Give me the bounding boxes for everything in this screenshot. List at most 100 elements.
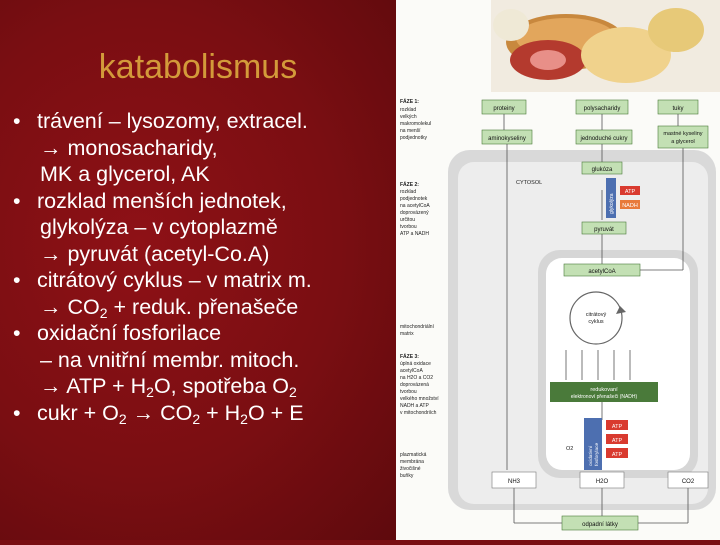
glukoza-box: [581, 161, 623, 175]
nadh-box-1: [620, 200, 640, 209]
bullet-1-line-1: trávení – lysozomy, extracel.: [10, 108, 402, 135]
second-row-boxes: aminokyseliny jednoduché cukry mastné ky…: [481, 125, 709, 149]
catabolism-diagram: proteiny polysacharidy tuky aminokyselin…: [400, 0, 720, 531]
plasma-membrane-text: plazmatická membrána živočišné buňky: [400, 452, 427, 479]
pyruvat-label: pyruvát: [594, 227, 614, 233]
slide-title: katabolismus: [98, 48, 298, 86]
top-arrows: [503, 114, 684, 470]
phase-2-desc-4: doprovázený: [400, 210, 429, 216]
phase-3-label: FÁZE 3:: [400, 353, 419, 360]
citratovy-label-2: cyklus: [588, 319, 604, 325]
cheese-image: [648, 8, 704, 52]
text-panel: katabolismus trávení – lysozomy, extrace…: [0, 0, 396, 540]
pyruvat-box: [581, 221, 627, 235]
atp-label-3: ATP: [612, 438, 623, 444]
redukovani-label-1: redukovaní: [590, 387, 618, 393]
phase-3-text: FÁZE 3: úplná oxidace acetylCoA na H2O a…: [400, 353, 439, 416]
phase-1-desc-4: na menší: [400, 128, 421, 134]
mito-label-1: mitochondriální: [400, 324, 435, 330]
jednoduche-cukry-label: jednoduché cukry: [579, 136, 627, 142]
phase-2-desc-6: tvorbou: [400, 224, 417, 230]
mastne-kyseliny-label-1: mastné kyseliny: [663, 131, 702, 137]
co2-sub: 2: [99, 304, 108, 321]
bullet-2-line-2: glykolýza – v cytoplazmě: [40, 215, 278, 239]
atp-label-2: ATP: [612, 424, 623, 430]
acetylcoa-label: acetylCoA: [588, 269, 615, 275]
phase-2-desc-2: podjednotek: [400, 196, 428, 202]
atp-box-3: [606, 434, 628, 444]
phase-2-label: FÁZE 2:: [400, 181, 419, 188]
citratovy-label-1: citrátový: [586, 312, 607, 318]
mito-matrix-text: mitochondriální matrix: [400, 324, 435, 337]
co2-text: → CO: [40, 294, 100, 319]
reduk-text: + reduk. přenašeče: [107, 294, 299, 319]
oxidative-phosphorylation-arrow: [584, 418, 602, 470]
mid-arrows: [565, 350, 631, 420]
polysacharidy-label: polysacharidy: [584, 106, 621, 112]
phase-1-desc-2: velkých: [400, 114, 417, 120]
plasma-label-4: buňky: [400, 473, 414, 479]
formula-b: → CO: [126, 400, 193, 425]
phase-3-desc-2: acetylCoA: [400, 368, 423, 374]
mito-label-2: matrix: [400, 331, 414, 337]
redukovani-box: [550, 382, 658, 402]
jednoduche-cukry-box: [575, 129, 633, 145]
top-row-boxes: proteiny polysacharidy tuky: [481, 99, 699, 115]
phase-3-desc-6: velkého množství: [400, 396, 439, 402]
nadh-label-1: NADH: [622, 203, 638, 209]
oxid-label-2: fosforylace: [594, 442, 600, 466]
h2o-sub: 2: [146, 384, 154, 400]
citrate-cycle: citrátový cyklus: [569, 291, 626, 345]
formula-d: O + E: [247, 400, 304, 425]
plasma-label-2: membrána: [400, 459, 424, 465]
glykolyza-arrow: [606, 178, 616, 218]
cytosol-label: CYTOSOL: [516, 180, 542, 186]
metabolism-figure: proteiny polysacharidy tuky aminokyselin…: [396, 0, 720, 540]
phase-2-desc-1: rozklad: [400, 189, 416, 195]
glukoza-label: glukóza: [592, 167, 613, 173]
phase-2-desc-3: na acetylCoA: [400, 203, 430, 209]
formula-s1: 2: [118, 410, 127, 427]
atp-box-1: [620, 186, 640, 195]
food-image: [491, 0, 720, 92]
glykolyza-label: glykolýza: [609, 193, 615, 214]
phase-1-desc-5: podjednotky: [400, 135, 427, 141]
odpadni-label: odpadní látky: [582, 522, 618, 528]
phase-2-desc-5: určitou: [400, 217, 415, 223]
formula-s3: 2: [240, 410, 248, 427]
plasma-label-3: živočišné: [400, 466, 421, 472]
phase-1-label: FÁZE 1:: [400, 98, 419, 105]
phase-3-desc-7: NADH a ATP: [400, 403, 429, 409]
bullet-2-line-1: rozklad menších jednotek,: [10, 188, 402, 215]
formula-a: cukr + O: [37, 400, 119, 425]
waste-arrows: [513, 488, 689, 524]
bullet-1-line-2: → monosacharidy,: [40, 135, 218, 160]
h2o-label: H2O: [596, 479, 609, 485]
bullet-list: trávení – lysozomy, extracel. → monosach…: [10, 108, 402, 426]
atp-box-4: [606, 448, 628, 458]
phase-2-desc-7: ATP a NADH: [400, 231, 429, 237]
o2-label: O2: [566, 446, 573, 452]
nh3-label: NH3: [508, 479, 521, 485]
phase-1-text: FÁZE 1: rozklad velkých makromolekul na …: [400, 98, 431, 141]
co2-label: CO2: [682, 479, 695, 485]
bullet-3-line-2: → CO2 + reduk. přenašeče: [10, 294, 402, 321]
phase-3-desc-8: v mitochondriích: [400, 410, 437, 416]
proteiny-label: proteiny: [493, 106, 514, 112]
acetylcoa-box: [563, 263, 641, 277]
bullet-4-line-1: oxidační fosforilace: [10, 320, 402, 347]
atp-label-4: ATP: [612, 452, 623, 458]
plasma-label-1: plazmatická: [400, 452, 427, 458]
atp-box-2: [606, 420, 628, 430]
atp-label-1: ATP: [625, 189, 636, 195]
phase-3-desc-1: úplná oxidace: [400, 361, 431, 367]
bullet-4-line-3: → ATP + H2O, spotřeba O2: [10, 373, 402, 400]
aminokyseliny-label: aminokyseliny: [488, 136, 526, 142]
atp-text-a: → ATP + H: [40, 374, 147, 398]
bullet-2-line-3: → pyruvát (acetyl-Co.A): [40, 241, 270, 266]
tuky-label: tuky: [672, 106, 683, 112]
phase-2-text: FÁZE 2: rozklad podjednotek na acetylCoA…: [400, 181, 430, 237]
phase-3-desc-3: na H2O a CO2: [400, 375, 433, 381]
bread-image: [581, 27, 671, 83]
